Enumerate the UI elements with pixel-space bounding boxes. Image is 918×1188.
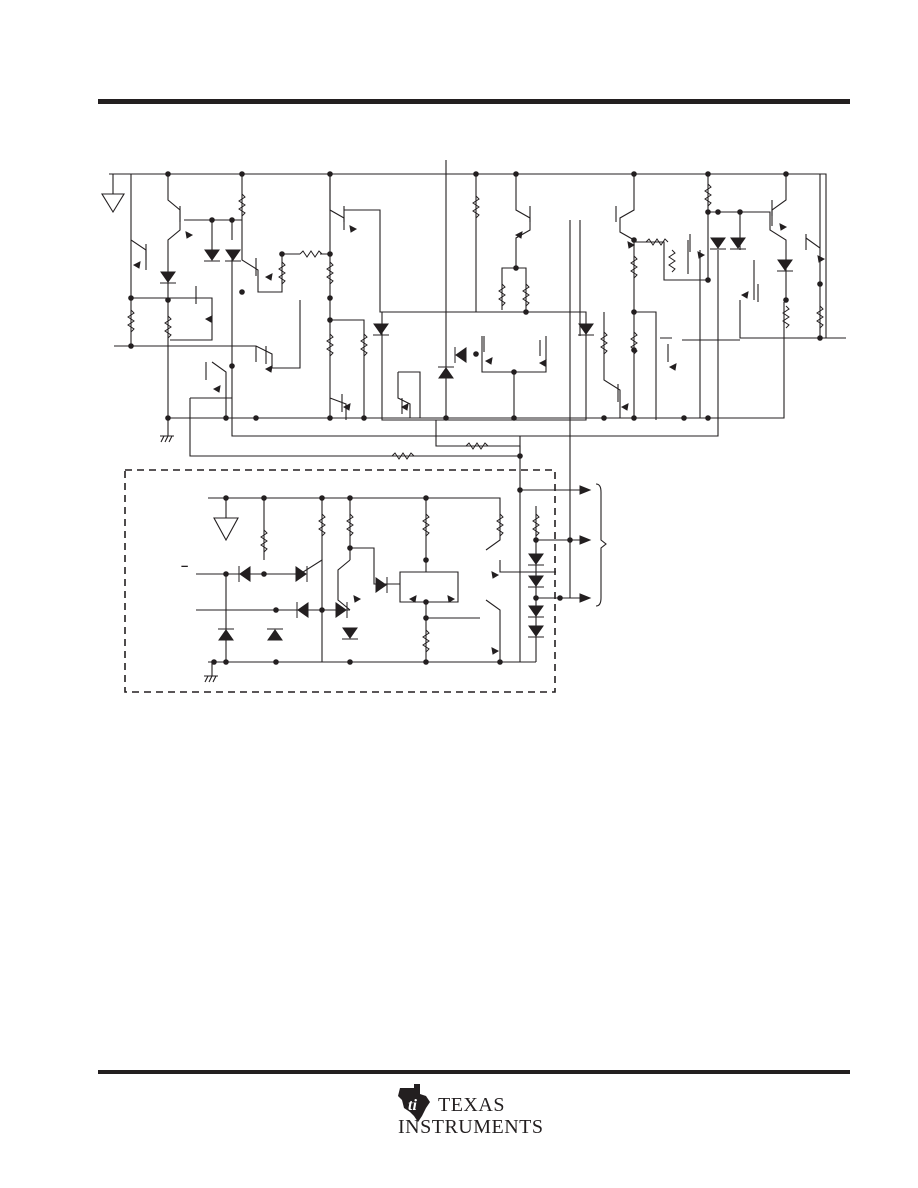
resistor bbox=[816, 305, 824, 329]
resistor bbox=[630, 255, 638, 279]
resistor bbox=[360, 333, 368, 357]
resistor bbox=[278, 261, 286, 285]
resistor bbox=[391, 452, 415, 460]
supply-triangle-symbol bbox=[101, 193, 125, 214]
resistor bbox=[645, 238, 669, 246]
resistor bbox=[472, 195, 480, 219]
resistor bbox=[498, 283, 506, 307]
resistor bbox=[782, 305, 790, 329]
resistor bbox=[127, 309, 135, 333]
diode bbox=[730, 237, 746, 250]
resistor bbox=[238, 193, 246, 217]
resistor bbox=[465, 442, 489, 450]
diode bbox=[777, 259, 793, 272]
brand-line-texas: TEXAS bbox=[438, 1094, 505, 1116]
schematic-resistors bbox=[127, 183, 824, 460]
texas-instruments-logo: ti TEXAS INSTRUMENTS bbox=[396, 1082, 556, 1142]
input-protection-block-outline bbox=[124, 469, 556, 693]
schematic-wires bbox=[101, 160, 846, 599]
lower-block-diodes bbox=[218, 553, 544, 641]
footer-rule bbox=[98, 1070, 850, 1074]
schematic-transistors bbox=[132, 200, 826, 414]
brand-line-instruments: INSTRUMENTS bbox=[398, 1116, 544, 1138]
lower-block-wires bbox=[196, 483, 607, 676]
resistor bbox=[326, 261, 334, 285]
resistor bbox=[522, 283, 530, 307]
diode bbox=[160, 271, 176, 284]
resistor bbox=[299, 250, 323, 258]
resistor bbox=[164, 315, 172, 339]
diode bbox=[438, 366, 454, 379]
diode bbox=[454, 347, 467, 363]
resistor bbox=[668, 249, 676, 273]
header-rule bbox=[98, 99, 850, 104]
lower-block-arrows-and-dots bbox=[211, 485, 592, 665]
ground-symbols bbox=[160, 418, 218, 683]
diode bbox=[225, 249, 241, 262]
diode bbox=[373, 323, 389, 336]
svg-text:ti: ti bbox=[408, 1097, 417, 1114]
resistor bbox=[326, 333, 334, 357]
schematic-diodes bbox=[160, 237, 793, 379]
diode bbox=[710, 237, 726, 250]
diode bbox=[578, 323, 594, 336]
resistor bbox=[630, 331, 638, 355]
diode bbox=[204, 249, 220, 262]
schematic-junction-dots bbox=[128, 171, 823, 493]
ti-state-emblem-icon: ti bbox=[398, 1084, 430, 1122]
lower-block-resistors bbox=[260, 513, 540, 653]
equivalent-schematic-diagram: – bbox=[101, 160, 846, 693]
resistor bbox=[600, 331, 608, 355]
resistor bbox=[704, 183, 712, 207]
supply-triangle-symbol bbox=[213, 517, 239, 542]
inverting-input-marker: – bbox=[181, 558, 188, 573]
